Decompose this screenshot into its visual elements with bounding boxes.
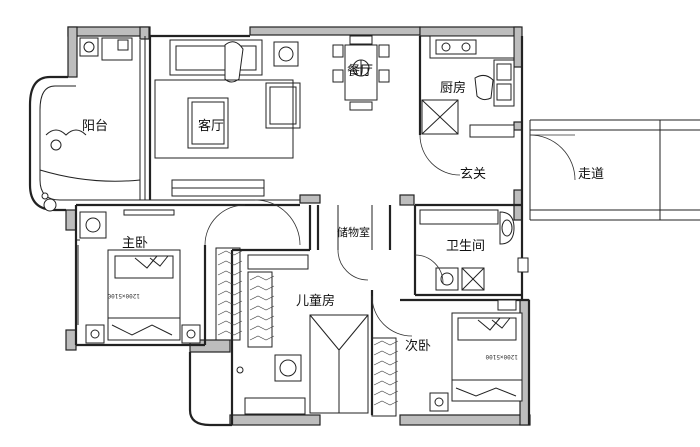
storage-room-lines (337, 205, 373, 281)
master-bedroom-furniture (76, 209, 201, 344)
kids-room-label: 儿童房 (296, 293, 335, 309)
bathroom-label: 卫生间 (446, 239, 485, 254)
corridor-label: 走道 (578, 167, 604, 182)
kids-room-furniture (236, 314, 369, 415)
master-bed-dimension: 1200×5100 (107, 292, 140, 299)
utility-corner (79, 37, 133, 61)
dining-room-furniture (332, 35, 390, 111)
storage-room-label: 储物室 (337, 225, 370, 239)
room-labels: 阳台 客厅 餐厅 厨房 玄关 走道 主卧 储物室 卫生间 儿童房 次卧 (82, 63, 604, 354)
wardrobes (215, 247, 399, 417)
kitchen-furniture (421, 35, 515, 138)
living-room-furniture (149, 39, 301, 197)
doors (204, 134, 461, 337)
bathroom-furniture (419, 209, 529, 291)
living-room-label: 客厅 (198, 118, 224, 134)
balcony-details (39, 129, 141, 212)
second-bedroom-label: 次卧 (405, 338, 431, 354)
dining-room-label: 餐厅 (347, 63, 373, 79)
second-bed-dimension: 1200×5100 (485, 353, 518, 360)
foyer-label: 玄关 (460, 167, 486, 182)
corridor-area (529, 119, 700, 221)
second-bedroom-furniture (429, 299, 523, 412)
balcony-label: 阳台 (82, 119, 108, 134)
kitchen-label: 厨房 (440, 80, 466, 96)
master-bedroom-label: 主卧 (122, 236, 148, 251)
wall-lines (28, 34, 531, 427)
